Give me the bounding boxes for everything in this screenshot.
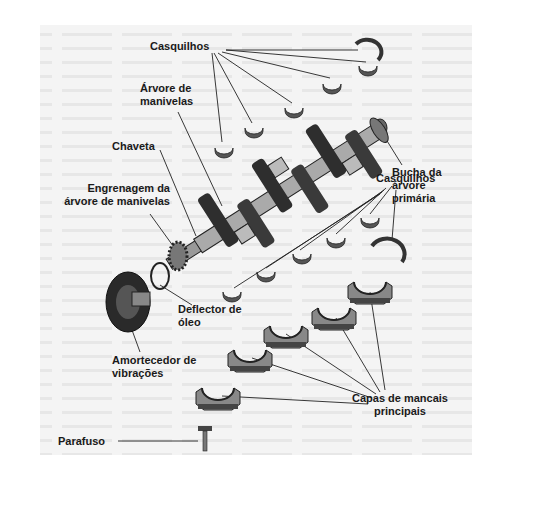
bearing-shell [359, 66, 377, 76]
oil-deflector [151, 263, 169, 289]
part-label: Árvore de manivelas [140, 82, 212, 108]
part-label: Capas de mancais principais [350, 392, 450, 418]
bearing-shell [327, 238, 345, 248]
bearing-shell [361, 218, 379, 228]
part-label: Parafuso [58, 435, 118, 448]
leader-lines [118, 50, 402, 441]
part-label: Casquilhos [376, 172, 456, 185]
scan-texture [40, 25, 472, 455]
main-bearing-cap [228, 350, 272, 372]
crank-gear [169, 242, 187, 270]
part-label: Amortecedor de vibrações [112, 354, 212, 380]
bearing-shell [257, 272, 275, 282]
bearing-shell [223, 292, 241, 302]
main-bearing-cap [348, 282, 392, 304]
bearing-shell [215, 148, 233, 158]
vibration-damper [106, 272, 150, 332]
main-bearing-cap [196, 388, 240, 410]
part-label: Bucha da árvore primária [392, 166, 470, 205]
scan-ground [40, 25, 472, 455]
bolt [198, 426, 212, 451]
bearing-shell [285, 108, 303, 118]
bearing-shell [293, 254, 311, 264]
thrust-shell [372, 239, 405, 262]
bearing-shell [323, 84, 341, 94]
part-label: Deflector de óleo [178, 303, 248, 329]
part-label: Casquilhos [150, 40, 240, 53]
damper-snout [132, 292, 150, 306]
part-label: Engrenagem da árvore de manivelas [60, 182, 170, 208]
crankshaft [148, 93, 405, 296]
bearing-shell [245, 128, 263, 138]
main-bearing-cap [312, 308, 356, 330]
part-label: Chaveta [112, 140, 172, 153]
thrust-shell [356, 40, 381, 60]
main-bearing-cap [264, 326, 308, 348]
